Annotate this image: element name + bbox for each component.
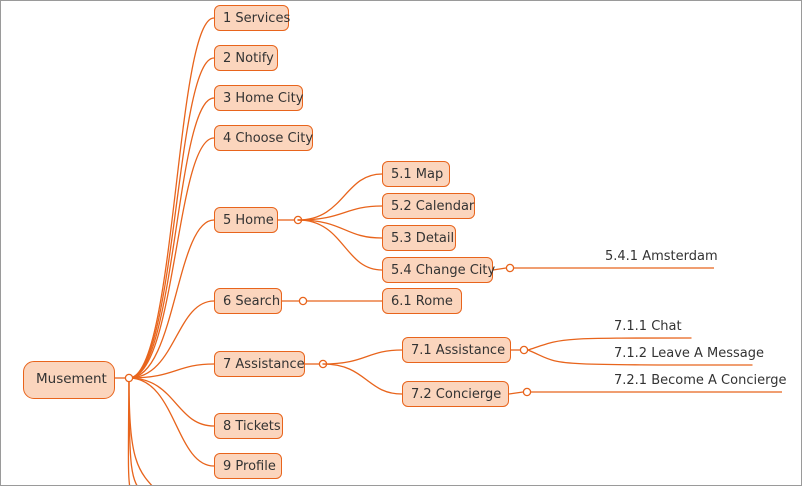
mindmap-node-6-1-rome[interactable]: 6.1 Rome [382,288,462,314]
root-node-musement[interactable]: Musement [23,361,115,399]
node-label: 3 Home City [223,90,304,106]
node-label: 9 Profile [223,458,276,474]
node-label: 7.1 Assistance [411,342,506,358]
leaf-label: 7.2.1 Become A Concierge [614,373,787,388]
leaf-label: 7.1.2 Leave A Message [614,346,765,361]
mindmap-leaf-7-2-1-become-a-concierge[interactable]: 7.2.1 Become A Concierge [614,374,786,392]
leaf-label: 5.4.1 Amsterdam [605,249,718,264]
mindmap-node-7-1-assistance[interactable]: 7.1 Assistance [402,337,511,363]
mindmap-node-5-1-map[interactable]: 5.1 Map [382,161,450,187]
node-label: 5.2 Calendar [391,198,475,214]
mindmap-node-3-home-city[interactable]: 3 Home City [214,85,303,111]
mindmap-node-2-notify[interactable]: 2 Notify [214,45,278,71]
mindmap-node-5-2-calendar[interactable]: 5.2 Calendar [382,193,475,219]
mindmap-leaf-7-1-2-leave-a-message[interactable]: 7.1.2 Leave A Message [614,347,764,365]
mindmap-node-7-2-concierge[interactable]: 7.2 Concierge [402,381,509,407]
node-label: 7.2 Concierge [411,386,502,402]
mindmap-node-8-tickets[interactable]: 8 Tickets [214,413,283,439]
node-label: 5 Home [223,212,274,228]
mindmap-leaf-7-1-1-chat[interactable]: 7.1.1 Chat [614,320,682,338]
node-label: 8 Tickets [223,418,281,434]
mindmap-node-4-choose-city[interactable]: 4 Choose City [214,125,313,151]
node-label: 5.4 Change City [391,262,496,278]
node-label: 5.1 Map [391,166,444,182]
mindmap-node-9-profile[interactable]: 9 Profile [214,453,282,479]
node-label: 1 Services [223,10,291,26]
mindmap-node-1-services[interactable]: 1 Services [214,5,291,31]
mindmap-node-6-search[interactable]: 6 Search [214,288,282,314]
node-label: 5.3 Detail [391,230,455,246]
mindmap-node-5-3-detail[interactable]: 5.3 Detail [382,225,456,251]
node-label: 6.1 Rome [391,293,453,309]
node-label: 4 Choose City [223,130,314,146]
mindmap-leaf-5-4-1-amsterdam[interactable]: 5.4.1 Amsterdam [605,250,718,268]
mindmap-node-7-assistance[interactable]: 7 Assistance [214,351,305,377]
root-node-label: Musement [36,371,107,388]
mindmap-node-5-4-change-city[interactable]: 5.4 Change City [382,257,496,283]
leaf-label: 7.1.1 Chat [614,319,682,334]
node-label: 7 Assistance [223,356,305,372]
mindmap-node-5-home[interactable]: 5 Home [214,207,278,233]
node-label: 2 Notify [223,50,274,66]
node-label: 6 Search [223,293,281,309]
